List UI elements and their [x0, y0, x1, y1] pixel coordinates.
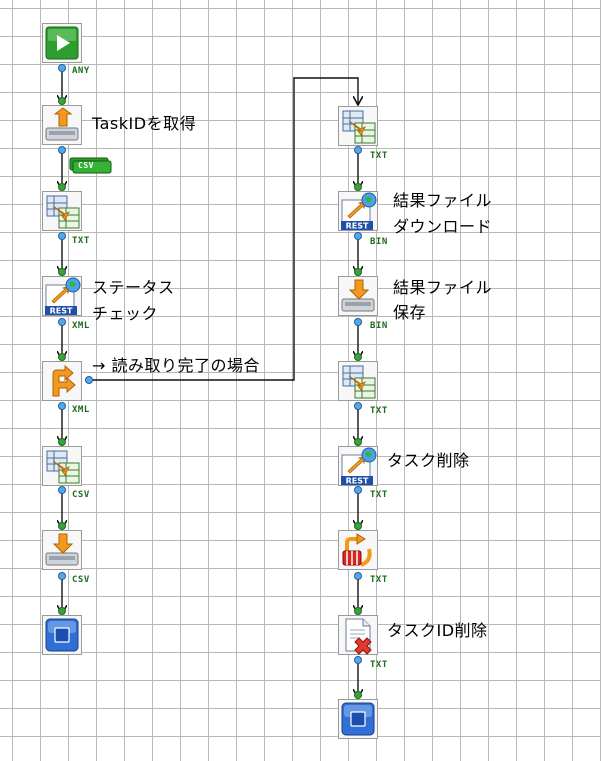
output-port[interactable] [58, 232, 66, 240]
input-port[interactable] [354, 183, 362, 191]
output-port[interactable] [58, 402, 66, 410]
output-port[interactable] [58, 64, 66, 72]
save-icon [341, 279, 375, 312]
output-port[interactable] [354, 402, 362, 410]
end-node[interactable] [338, 699, 378, 739]
status-check-node[interactable]: REST [42, 276, 82, 316]
output-port[interactable] [354, 146, 362, 154]
input-port[interactable] [58, 607, 66, 615]
output-port[interactable] [354, 318, 362, 326]
output-port[interactable] [354, 656, 362, 664]
convert-icon [342, 110, 376, 144]
input-port[interactable] [58, 183, 66, 191]
upload-icon [45, 107, 79, 141]
stop-icon [341, 702, 375, 736]
type-tag-bin: BIN [370, 321, 388, 331]
delete-task-node[interactable]: REST [338, 446, 378, 486]
node-label: TaskIDを取得 [92, 114, 197, 133]
script-icon [342, 533, 372, 567]
type-tag-csv-badge: CSV [78, 161, 94, 170]
svg-text:REST: REST [346, 477, 369, 486]
input-port[interactable] [354, 607, 362, 615]
save-icon [45, 533, 79, 566]
output-port[interactable] [58, 146, 66, 154]
svg-text:REST: REST [346, 222, 369, 231]
input-port[interactable] [354, 268, 362, 276]
script-node[interactable] [338, 530, 378, 570]
csv-output-badge [69, 157, 112, 174]
delete-taskid-node[interactable] [338, 615, 378, 655]
save-node[interactable] [42, 530, 82, 570]
input-port[interactable] [354, 691, 362, 699]
output-port[interactable] [58, 486, 66, 494]
type-tag-txt: TXT [370, 151, 388, 161]
branch-node[interactable] [42, 361, 82, 401]
node-label: タスク削除 [387, 451, 470, 470]
convert-node[interactable] [338, 106, 378, 146]
convert-node[interactable] [338, 361, 378, 401]
convert-icon [46, 450, 80, 484]
get-taskid-node[interactable] [42, 105, 82, 145]
rest-icon: REST [341, 447, 377, 486]
output-port[interactable] [354, 486, 362, 494]
type-tag-xml: XML [72, 405, 90, 415]
input-port[interactable] [58, 438, 66, 446]
play-icon [45, 26, 79, 60]
input-port[interactable] [58, 97, 66, 105]
input-port[interactable] [354, 522, 362, 530]
type-tag-bin: BIN [370, 237, 388, 247]
input-port[interactable] [354, 438, 362, 446]
convert-node[interactable] [42, 446, 82, 486]
rest-icon: REST [341, 192, 377, 231]
node-label-line: 結果ファイル [393, 278, 493, 297]
node-label-line: 保存 [393, 303, 427, 322]
type-tag-txt: TXT [370, 406, 388, 416]
delete-file-icon [345, 618, 372, 655]
type-tag-any: ANY [72, 66, 90, 76]
type-tag-csv: CSV [72, 490, 90, 500]
input-port[interactable] [354, 353, 362, 361]
type-tag-xml: XML [72, 321, 90, 331]
branch-output-port[interactable] [85, 376, 93, 384]
convert-icon [342, 365, 376, 399]
node-label-line: ダウンロード [393, 217, 493, 236]
save-result-node[interactable] [338, 276, 378, 316]
stop-icon [45, 618, 79, 652]
type-tag-txt: TXT [370, 575, 388, 585]
input-port[interactable] [58, 268, 66, 276]
rest-icon: REST [45, 277, 81, 316]
output-port[interactable] [354, 232, 362, 240]
input-port[interactable] [58, 522, 66, 530]
node-label-line: 結果ファイル [393, 191, 493, 210]
node-label-line: ステータス [92, 278, 175, 297]
type-tag-csv: CSV [72, 575, 90, 585]
input-port[interactable] [58, 353, 66, 361]
end-node[interactable] [42, 615, 82, 655]
branch-icon [52, 364, 76, 397]
output-port[interactable] [58, 318, 66, 326]
convert-node[interactable] [42, 191, 82, 231]
node-label-line: チェック [92, 304, 159, 323]
type-tag-txt: TXT [72, 236, 90, 246]
type-tag-txt: TXT [370, 490, 388, 500]
output-port[interactable] [58, 572, 66, 580]
type-tag-txt: TXT [370, 660, 388, 670]
connector-branch-to-convert-3[interactable] [90, 77, 358, 381]
svg-text:REST: REST [50, 307, 73, 316]
convert-icon [46, 195, 80, 229]
output-port[interactable] [354, 572, 362, 580]
download-result-node[interactable]: REST [338, 191, 378, 231]
node-label: タスクID削除 [387, 621, 488, 640]
start-node[interactable] [42, 23, 82, 63]
branch-condition-label: → 読み取り完了の場合 [92, 356, 260, 375]
